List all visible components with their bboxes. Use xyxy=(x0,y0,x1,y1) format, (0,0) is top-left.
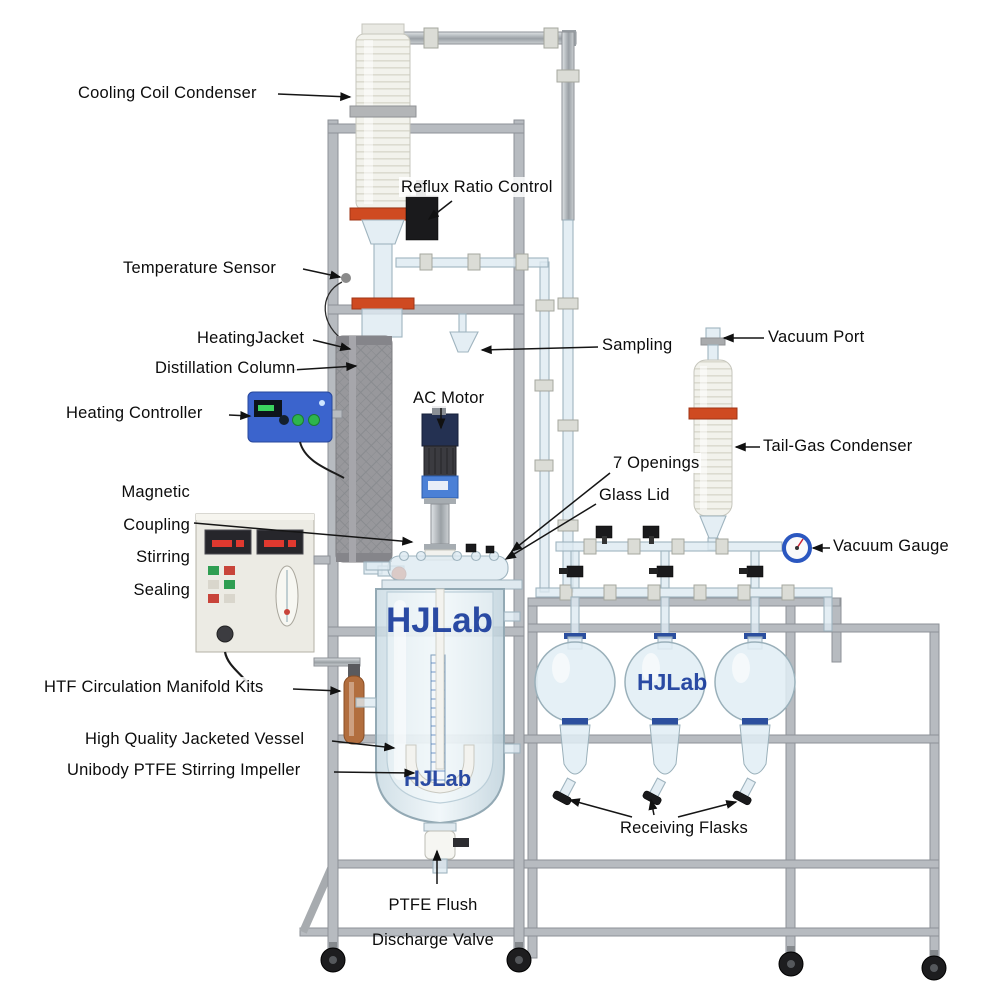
caster-wheel xyxy=(506,942,532,973)
brand-watermark: HJLab xyxy=(386,601,493,640)
receiving-flasks-graphic xyxy=(534,633,796,806)
label-receiving-flasks: Receiving Flasks xyxy=(618,818,750,838)
magnetic-coupling-graphic xyxy=(430,503,450,545)
knob xyxy=(216,625,234,643)
control-cabinet-graphic xyxy=(195,513,331,691)
label-unibody-ptfe-stirring-impeller: Unibody PTFE Stirring Impeller xyxy=(65,760,303,780)
label-vacuum-port: Vacuum Port xyxy=(766,327,867,347)
arrow-magnetic-coupling xyxy=(193,522,414,546)
label-tail-gas-condenser: Tail-Gas Condenser xyxy=(761,436,915,456)
annotation-arrows xyxy=(193,92,830,884)
vacuum-manifold-graphic xyxy=(535,525,833,640)
label-ptfe-flush-discharge-valve: PTFE Flush Discharge Valve xyxy=(352,888,514,958)
label-temperature-sensor: Temperature Sensor xyxy=(121,258,279,278)
heating-controller-graphic xyxy=(247,391,345,479)
label-distillation-column: Distillation Column xyxy=(153,358,298,378)
vacuum-gauge-graphic xyxy=(782,533,812,563)
arrow-distillation-column xyxy=(291,362,358,372)
label-line: Discharge Valve xyxy=(372,931,494,949)
receiving-flask-3 xyxy=(714,633,796,806)
arrow-glass-lid xyxy=(504,503,597,560)
arrow-jacketed-vessel xyxy=(331,740,396,752)
flush-discharge-valve-graphic xyxy=(424,830,456,860)
label-heating-jacket: HeatingJacket xyxy=(195,328,307,348)
receiving-flask-1 xyxy=(534,633,616,806)
label-magnetic-coupling-stirring-sealing: Magnetic Coupling Stirring Sealing xyxy=(58,476,190,606)
brand-watermark: HJLab xyxy=(637,669,707,695)
arrow-heating-controller xyxy=(228,411,252,421)
arrow-reflux-ratio-control xyxy=(427,200,453,220)
label-heating-controller: Heating Controller xyxy=(64,403,205,423)
label-high-quality-jacketed-vessel: High Quality Jacketed Vessel xyxy=(83,729,307,749)
arrow-temperature-sensor xyxy=(302,268,342,280)
label-line: PTFE Flush xyxy=(388,896,478,914)
label-line: Stirring xyxy=(136,548,190,566)
arrow-heating-jacket xyxy=(312,339,352,352)
arrow-htf-manifold xyxy=(292,686,342,696)
distillation-column-graphic xyxy=(335,335,407,582)
label-htf-circulation-manifold-kits: HTF Circulation Manifold Kits xyxy=(42,677,266,697)
label-line: Magnetic xyxy=(121,483,190,501)
arrow-receiving-flask-1 xyxy=(568,798,633,818)
brand-watermark: HJLab xyxy=(404,766,471,791)
tail-gas-condenser-graphic xyxy=(688,327,738,551)
arrow-receiving-flask-2 xyxy=(648,798,658,816)
label-reflux-ratio-control: Reflux Ratio Control xyxy=(399,177,555,197)
arrow-cooling-coil-condenser xyxy=(277,92,352,102)
caster-wheel xyxy=(921,950,947,981)
label-ac-motor: AC Motor xyxy=(411,388,487,408)
label-line: Sealing xyxy=(133,580,190,599)
label-glass-lid: Glass Lid xyxy=(597,485,672,505)
label-cooling-coil-condenser: Cooling Coil Condenser xyxy=(76,83,259,103)
label-vacuum-gauge: Vacuum Gauge xyxy=(831,536,951,556)
caster-wheel xyxy=(778,946,804,977)
ac-motor-graphic xyxy=(421,406,459,561)
cooling-coil-condenser-graphic xyxy=(324,23,439,343)
htf-manifold-graphic xyxy=(313,657,365,745)
reflux-motor-graphic xyxy=(405,195,439,241)
sampling-port-graphic xyxy=(449,313,479,353)
impeller-shaft xyxy=(435,588,445,770)
receiving-flask-2 xyxy=(624,633,706,806)
label-seven-openings: 7 Openings xyxy=(611,453,702,473)
label-sampling: Sampling xyxy=(600,335,675,355)
arrow-seven-openings xyxy=(510,472,611,552)
label-line: Coupling xyxy=(123,515,190,534)
arrow-ptfe-impeller xyxy=(333,768,416,778)
overhead-piping xyxy=(394,27,580,593)
arrow-sampling xyxy=(480,345,599,355)
caster-wheel xyxy=(320,942,346,973)
ptfe-impeller-graphic xyxy=(405,744,475,794)
temperature-sensor-graphic xyxy=(341,273,351,283)
arrow-receiving-flask-3 xyxy=(677,800,738,818)
heating-jacket-graphic xyxy=(335,335,393,563)
